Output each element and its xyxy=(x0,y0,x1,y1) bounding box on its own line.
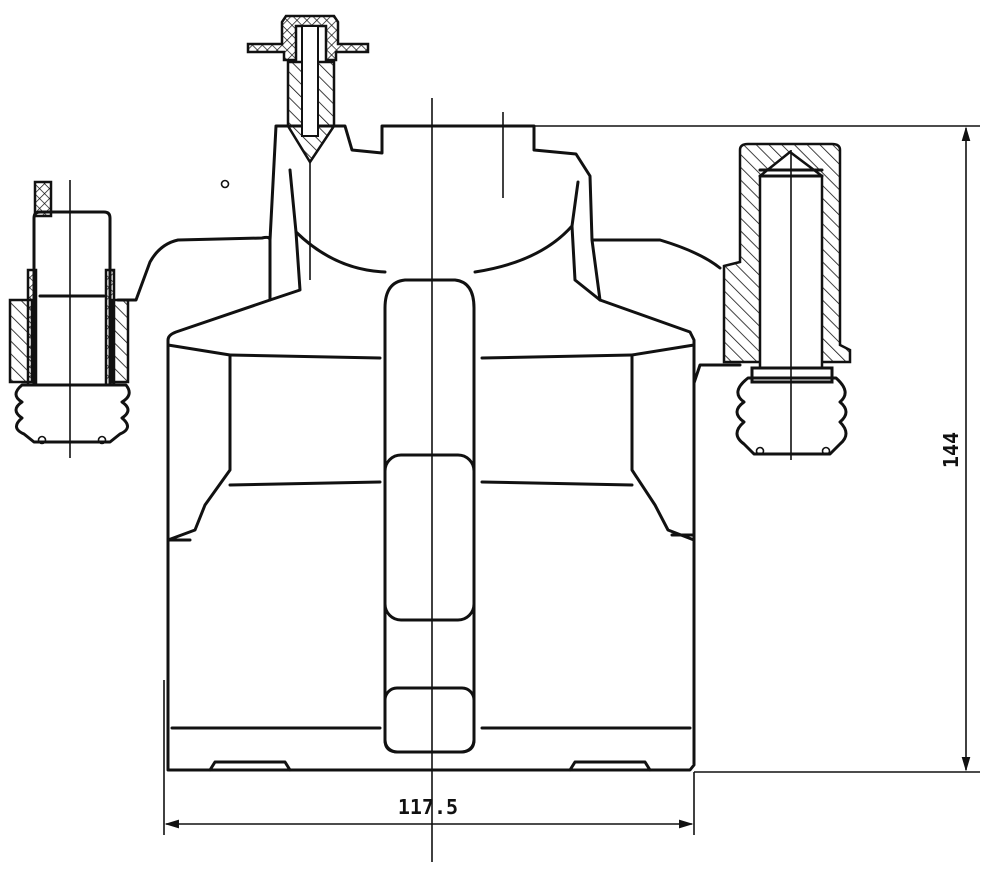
caliper-body-outline xyxy=(116,124,722,772)
pin-left-wall-l xyxy=(26,268,38,387)
pin-left-wall-r xyxy=(104,268,116,387)
body-inner-wall-left xyxy=(268,168,302,302)
body-rib-upper xyxy=(228,353,634,360)
dimension-width-label: 117.5 xyxy=(398,795,458,819)
dimension-height-label: 144 xyxy=(939,432,963,468)
pin-left-sleeve xyxy=(32,210,112,387)
bleeder-screw xyxy=(246,14,370,165)
dimension-height: 144 xyxy=(534,125,980,773)
bridge-lower-window xyxy=(383,686,476,754)
body-inner-wall-right xyxy=(570,180,602,302)
boot-right xyxy=(735,376,848,456)
body-inner-arc xyxy=(294,224,574,274)
body-foot-left xyxy=(208,760,292,772)
center-bridge xyxy=(383,278,476,754)
bridge-window xyxy=(383,453,476,622)
bridge-slot-outline xyxy=(383,278,476,754)
dimension-width: 117.5 xyxy=(163,680,695,835)
body-step-right xyxy=(692,363,742,385)
caliper-body xyxy=(116,124,742,772)
body-rib-middle xyxy=(228,480,634,487)
small-hole-mark xyxy=(220,179,230,189)
centerlines xyxy=(309,98,504,862)
pin-left-tip xyxy=(33,180,53,218)
boot-left xyxy=(14,383,131,444)
guide-pin-right xyxy=(722,142,852,460)
body-shoulder-right xyxy=(630,343,696,542)
guide-pin-left xyxy=(8,180,131,458)
body-foot-right xyxy=(568,760,652,772)
bleeder-cap xyxy=(246,14,370,62)
body-shoulder-left xyxy=(166,343,232,542)
